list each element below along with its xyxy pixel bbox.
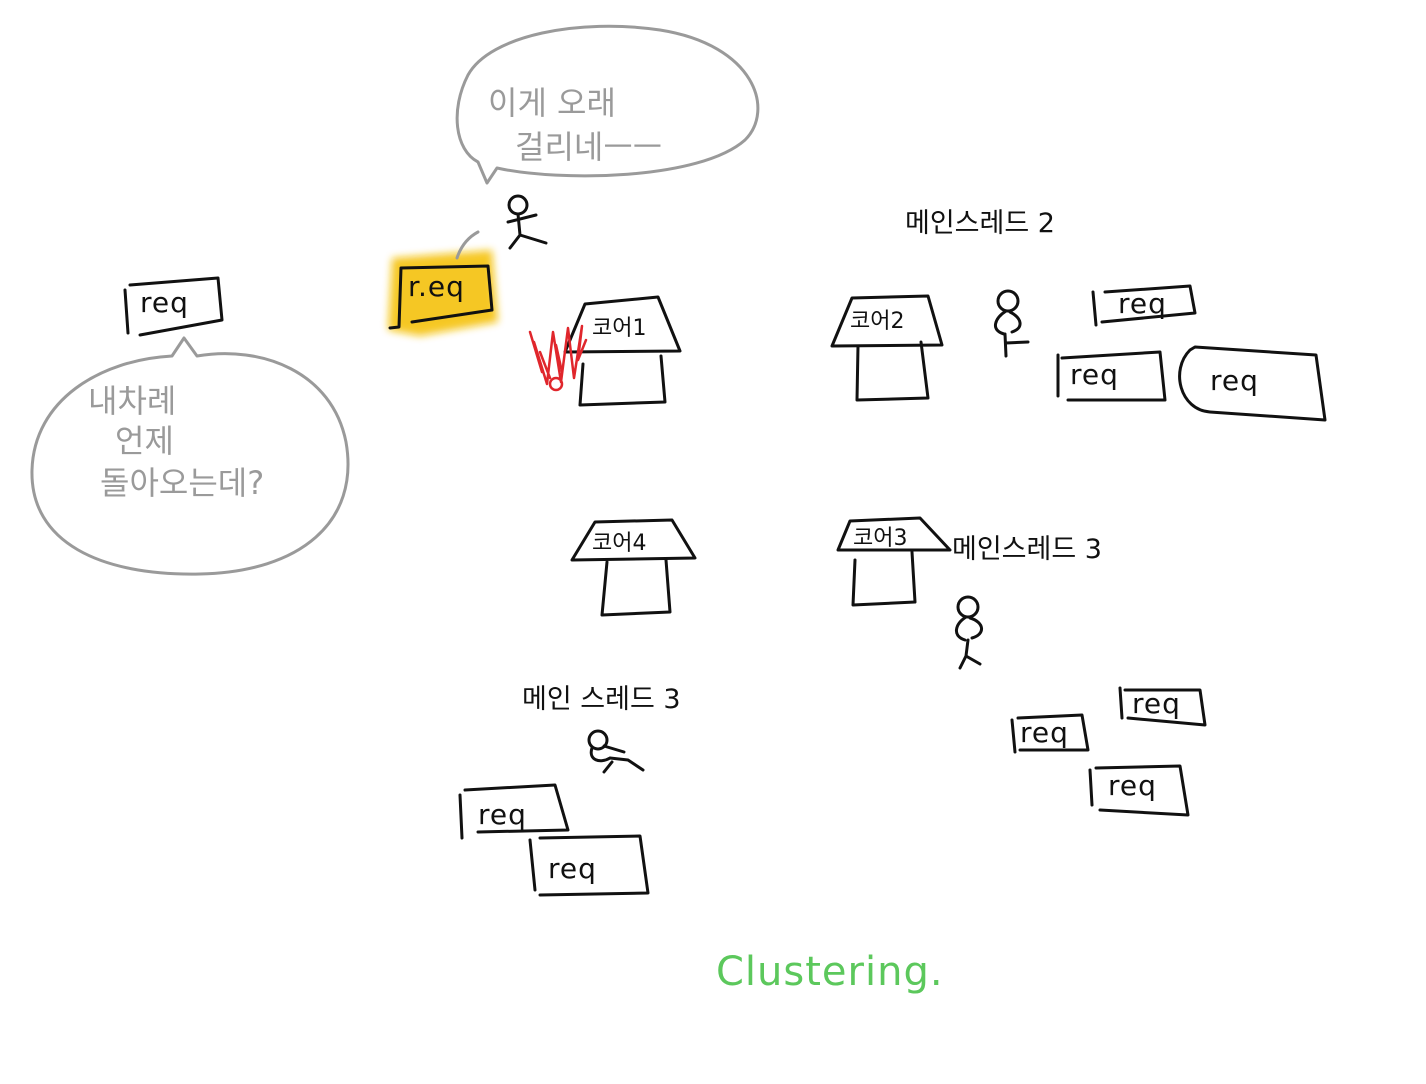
active-request-box: r.eq bbox=[388, 250, 498, 336]
thread-2-figure-icon bbox=[994, 289, 1030, 358]
queue-request-box: req bbox=[1088, 764, 1190, 817]
queue-request-label: req bbox=[1132, 687, 1181, 720]
waiting-speech-bubble: 내차례 언제 돌아오는데? bbox=[30, 336, 350, 576]
core-3-queue: req req req bbox=[1010, 686, 1207, 817]
queue-request-box: req bbox=[1056, 350, 1167, 402]
core-2-building: 코어2 bbox=[830, 294, 944, 402]
queue-request-label: req bbox=[1210, 364, 1259, 397]
queue-request-label: req bbox=[1070, 358, 1119, 391]
thread-3-label: 메인스레드 3 bbox=[952, 534, 1102, 565]
worker-figure-icon bbox=[506, 194, 548, 250]
worker-speech-line-1: 이게 오래 bbox=[488, 84, 616, 122]
queue-request-label: req bbox=[1118, 287, 1167, 320]
alert-flame-icon bbox=[528, 324, 588, 392]
waiting-speech-line-1: 내차례 bbox=[88, 382, 176, 420]
diagram-caption: Clustering. bbox=[716, 949, 944, 995]
queue-request-label: req bbox=[478, 798, 527, 831]
core-2-queue: req req req bbox=[1056, 284, 1327, 422]
queue-request-box: req bbox=[528, 834, 650, 897]
queue-request-box: req bbox=[1091, 284, 1197, 327]
worker-speech-bubble: 이게 오래 걸리네ㅡㅡ bbox=[455, 24, 760, 185]
waiting-speech-line-2: 언제 bbox=[115, 422, 174, 460]
worker-speech-line-2: 걸리네ㅡㅡ bbox=[515, 128, 662, 166]
core-3-label: 코어3 bbox=[853, 526, 907, 551]
thread-4-figure-icon bbox=[587, 729, 645, 774]
queue-request-box: req bbox=[1118, 686, 1207, 727]
queue-request-box: req bbox=[1010, 713, 1090, 754]
core-1-building: 코어1 bbox=[563, 295, 682, 407]
thread-4-label: 메인 스레드 3 bbox=[522, 684, 681, 715]
core-1-label: 코어1 bbox=[592, 316, 646, 341]
waiting-speech-line-3: 돌아오는데? bbox=[100, 464, 264, 502]
queue-request-box: req bbox=[458, 783, 570, 840]
active-request-label: r.eq bbox=[408, 270, 465, 303]
queue-request-label: req bbox=[548, 852, 597, 885]
core-3-building: 코어3 bbox=[836, 516, 952, 607]
core-4-building: 코어4 bbox=[570, 518, 697, 617]
core-4-queue: req req bbox=[458, 783, 650, 897]
queue-request-box: req bbox=[1178, 345, 1327, 422]
core-2-label: 코어2 bbox=[850, 309, 904, 334]
core-4-label: 코어4 bbox=[592, 531, 646, 556]
thread-3-figure-icon bbox=[955, 595, 983, 670]
queue-request-label: req bbox=[1020, 716, 1069, 749]
request-to-worker-line bbox=[455, 230, 480, 260]
queue-request-label: req bbox=[1108, 769, 1157, 802]
waiting-request-label: req bbox=[140, 286, 189, 319]
thread-2-label: 메인스레드 2 bbox=[905, 208, 1055, 239]
waiting-request-box: req bbox=[123, 276, 224, 337]
